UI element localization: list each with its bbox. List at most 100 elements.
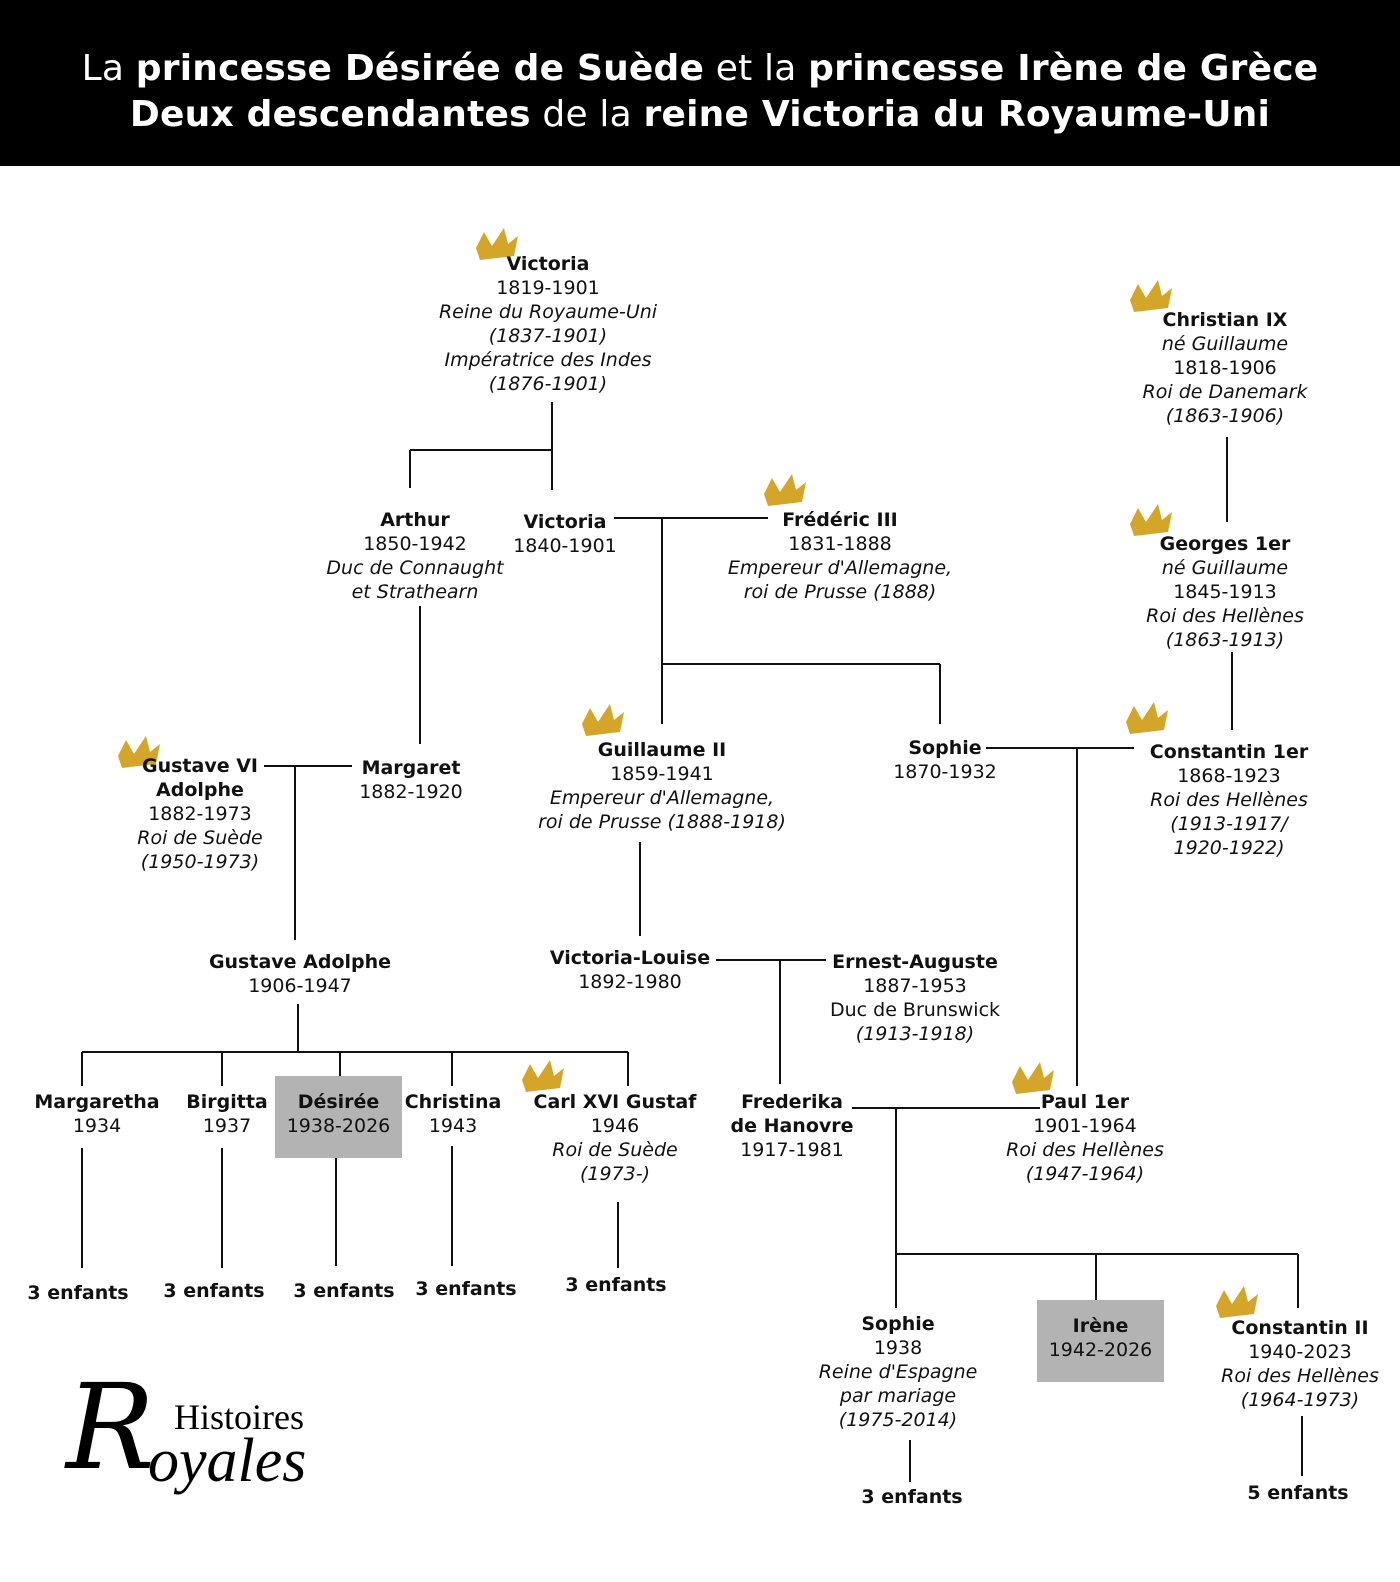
- person-title: (1876-1901): [488, 373, 608, 395]
- person-years: 1943: [428, 1115, 478, 1137]
- person-title: Duc de Connaught: [326, 557, 504, 579]
- person-name: Christina: [404, 1091, 502, 1113]
- person-title: 1920-1922): [1173, 837, 1285, 859]
- person-title: (1837-1901): [488, 325, 608, 347]
- person-name: Constantin 1er: [1149, 741, 1309, 763]
- person-name: Irène: [1072, 1315, 1129, 1337]
- person-years: 1882-1920: [359, 781, 463, 803]
- person-title: Reine d'Espagne: [818, 1361, 978, 1383]
- person-name: Victoria: [506, 253, 590, 275]
- person-years: 1946: [590, 1115, 640, 1137]
- person-title: Roi des Hellènes: [1146, 605, 1304, 627]
- person-name: Victoria-Louise: [549, 947, 711, 969]
- person-title: Roi de Suède: [137, 827, 263, 849]
- person-title: Roi des Hellènes: [1150, 789, 1308, 811]
- person-name: Christian IX: [1162, 309, 1288, 331]
- person-name: Margaretha: [34, 1091, 160, 1113]
- person-years: 1892-1980: [578, 971, 682, 993]
- title-segment: et la: [704, 48, 809, 89]
- person-title: (1913-1917/: [1170, 813, 1288, 835]
- crown-icon: [1126, 702, 1168, 734]
- person-years: 1934: [72, 1115, 122, 1137]
- person-name: Frédéric III: [782, 509, 898, 531]
- children-count-constantin-ii: 5 enfants: [1247, 1482, 1349, 1504]
- person-name: Gustave Adolphe: [208, 951, 392, 973]
- title-line-2: Deux descendantes de la reine Victoria d…: [0, 94, 1400, 135]
- title-banner: La princesse Désirée de Suède et la prin…: [0, 0, 1400, 166]
- title-line-1: La princesse Désirée de Suède et la prin…: [0, 48, 1400, 89]
- person-title: 1882-1973: [148, 803, 252, 825]
- person-name: Frederika: [741, 1091, 843, 1113]
- person-title: (1973-): [579, 1163, 651, 1185]
- person-title: Duc de Brunswick: [829, 999, 1001, 1021]
- person-name: Sophie: [908, 737, 982, 759]
- logo-initial: R: [66, 1358, 155, 1496]
- children-count-carl16: 3 enfants: [565, 1274, 667, 1296]
- histoires-royales-logo: R Histoires oyales: [66, 1368, 336, 1497]
- crown-icon: [1012, 1062, 1054, 1094]
- person-years: 1870-1932: [893, 761, 997, 783]
- person-title: Impératrice des Indes: [444, 349, 652, 371]
- children-count-birgitta: 3 enfants: [163, 1280, 265, 1302]
- person-title: né Guillaume: [1161, 333, 1289, 355]
- person-title: 1818-1906: [1173, 357, 1277, 379]
- person-years: 1850-1942: [363, 533, 467, 555]
- crown-icon: [522, 1060, 564, 1092]
- title-segment: La: [81, 48, 136, 89]
- person-years: 1859-1941: [610, 763, 714, 785]
- person-title: Roi des Hellènes: [1006, 1139, 1164, 1161]
- children-count-desiree: 3 enfants: [293, 1280, 395, 1302]
- logo-word-1: Histoires: [174, 1397, 304, 1437]
- person-years: 1868-1923: [1177, 765, 1281, 787]
- crown-icon: [1130, 504, 1172, 536]
- logo-word-2: oyales: [148, 1427, 307, 1495]
- person-years: 1831-1888: [788, 533, 892, 555]
- person-years: 1942-2026: [1048, 1339, 1153, 1361]
- person-years: 1887-1953: [863, 975, 967, 997]
- crown-icon: [1130, 280, 1172, 312]
- crown-icon: [582, 704, 624, 736]
- person-name: Margaret: [361, 757, 461, 779]
- person-name: Paul 1er: [1040, 1091, 1130, 1113]
- person-name: Birgitta: [186, 1091, 268, 1113]
- person-title: (1913-1918): [855, 1023, 975, 1045]
- person-name: Georges 1er: [1159, 533, 1291, 555]
- children-count-margaretha: 3 enfants: [27, 1282, 129, 1304]
- person-title: roi de Prusse (1888): [743, 581, 937, 603]
- title-segment: princesse Irène de Grèce: [808, 48, 1319, 89]
- person-name-continued: Adolphe: [156, 779, 244, 801]
- person-name: Gustave VI: [142, 755, 258, 777]
- person-title: (1947-1964): [1025, 1163, 1145, 1185]
- crown-icon: [764, 474, 806, 506]
- person-years: 1906-1947: [248, 975, 352, 997]
- children-count-christina: 3 enfants: [415, 1278, 517, 1300]
- person-title: Roi de Suède: [552, 1139, 678, 1161]
- person-title: 1845-1913: [1173, 581, 1277, 603]
- person-name: Arthur: [380, 509, 450, 531]
- person-title: (1863-1913): [1165, 629, 1285, 651]
- person-name: Victoria: [523, 511, 607, 533]
- person-name: Désirée: [297, 1091, 380, 1113]
- person-name-continued: de Hanovre: [730, 1115, 854, 1137]
- crown-icon: [1216, 1286, 1258, 1318]
- title-segment: de la: [530, 94, 644, 135]
- person-title: Roi des Hellènes: [1221, 1365, 1379, 1387]
- crown-icon: [118, 736, 160, 768]
- person-title: par mariage: [839, 1385, 957, 1407]
